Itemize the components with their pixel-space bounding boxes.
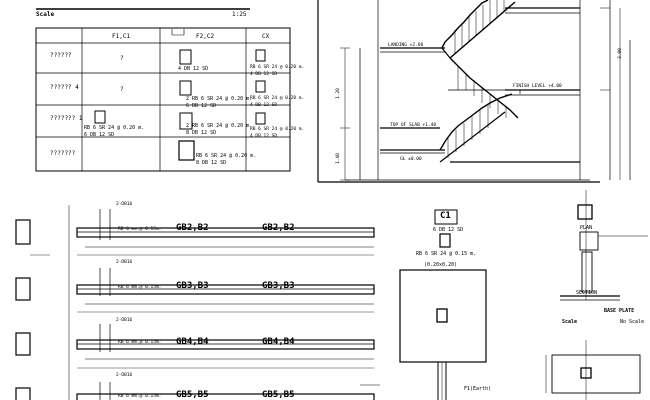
- cell-f1: RB 6 SR 24 @ 0.20 m. 6 DB 12 SD: [84, 125, 145, 138]
- detail-scale-value: No Scale: [620, 319, 645, 325]
- beam-label-left: GB3,B3: [176, 281, 209, 291]
- stair-dim: 1.40: [335, 153, 341, 164]
- col-header-f1: F1,C1: [112, 33, 131, 40]
- beam-label-left: GB2,B2: [176, 223, 209, 233]
- column-bars: 6 DB 12 SD: [433, 227, 464, 233]
- beam-label-left: GB4,B4: [176, 337, 209, 347]
- stair-level-label: LANDING +2.60: [388, 43, 424, 48]
- beam-tag: 2-DB16: [116, 202, 133, 207]
- base-plate-detail: [545, 190, 648, 400]
- stair-dim: 3.00: [617, 48, 623, 59]
- row-label: ?????? 4: [50, 84, 79, 91]
- beam-tag: 2-DB16: [116, 318, 133, 323]
- cell-cx: RB 6 SR 24 @ 0.20 m. 4 DB 12 SD: [250, 96, 305, 108]
- row-label: ??????? 1: [50, 115, 83, 122]
- beam-label-right: GB3,B3: [262, 281, 295, 291]
- section-label: SECTION: [576, 290, 598, 296]
- beam-label-right: GB2,B2: [262, 223, 295, 233]
- stair-dim: 1.20: [335, 88, 341, 99]
- plan-label: PLAN: [580, 225, 593, 231]
- base-plate-label: BASE PLATE: [604, 308, 635, 314]
- col-header-f2: F2,C2: [196, 33, 215, 40]
- stair-level-label: FINISH LEVEL +4.00: [513, 84, 562, 89]
- beam-stirrup: RB 6 mm.@ 0.15m.: [118, 394, 162, 399]
- beam-label-right: GB4,B4: [262, 337, 295, 347]
- cell-f1: ?: [120, 55, 124, 62]
- cell-f2: RB 6 SR 24 @ 0.20 m. 8 DB 12 SD: [196, 153, 257, 166]
- beam-tag: 2-DB16: [116, 373, 133, 378]
- stair-level-label: TOP OF SLAB +1.40: [390, 123, 437, 128]
- beam-label-left: GB5,B5: [176, 390, 209, 400]
- stair-level-label: GL ±0.00: [400, 157, 422, 162]
- column-footing-detail: [360, 209, 487, 400]
- cell-cx: RB 6 SR 24 @ 0.20 m. 4 DB 12 SD: [250, 65, 305, 77]
- col-header-cx: CX: [262, 33, 270, 40]
- beam-stirrup: RB 6 mm.@ 0.15m.: [118, 285, 162, 290]
- stair-section: [317, 0, 631, 183]
- cell-f2: 2 RB 6 SR 24 @ 0.20 m. 6 DB 12 SD: [186, 96, 253, 109]
- cell-f2: 2 RB 6 SR 24 @ 0.20 m. 8 DB 12 SD: [186, 123, 253, 136]
- scale-value: 1:25: [232, 11, 247, 18]
- beam-stirrup: RB 6 mm.@ 0.15m.: [118, 227, 162, 232]
- detail-scale-label: Scale: [562, 319, 578, 325]
- beam-tag: 2-DB16: [116, 260, 133, 265]
- cell-f2: 4 DB 12 SD: [178, 66, 209, 72]
- row-label: ???????: [50, 150, 76, 157]
- beam-stirrup: RB 6 mm.@ 0.15m.: [118, 340, 162, 345]
- column-ties: RB 6 SR 24 @ 0.15 m.: [416, 251, 477, 257]
- cell-cx: RB 6 SR 24 @ 0.20 m. 4 DB 12 SD: [250, 127, 305, 139]
- footing-label: F1(Earth): [464, 386, 492, 392]
- column-size: (0.20x0.20): [424, 262, 458, 268]
- cell-f1: ?: [120, 86, 124, 93]
- column-schedule-table: [35, 27, 291, 172]
- scale-label: Scale: [36, 11, 55, 18]
- beam-label-right: GB5,B5: [262, 390, 295, 400]
- row-label: ??????: [50, 52, 72, 59]
- column-title: C1: [440, 211, 451, 221]
- beam-details: [15, 205, 375, 400]
